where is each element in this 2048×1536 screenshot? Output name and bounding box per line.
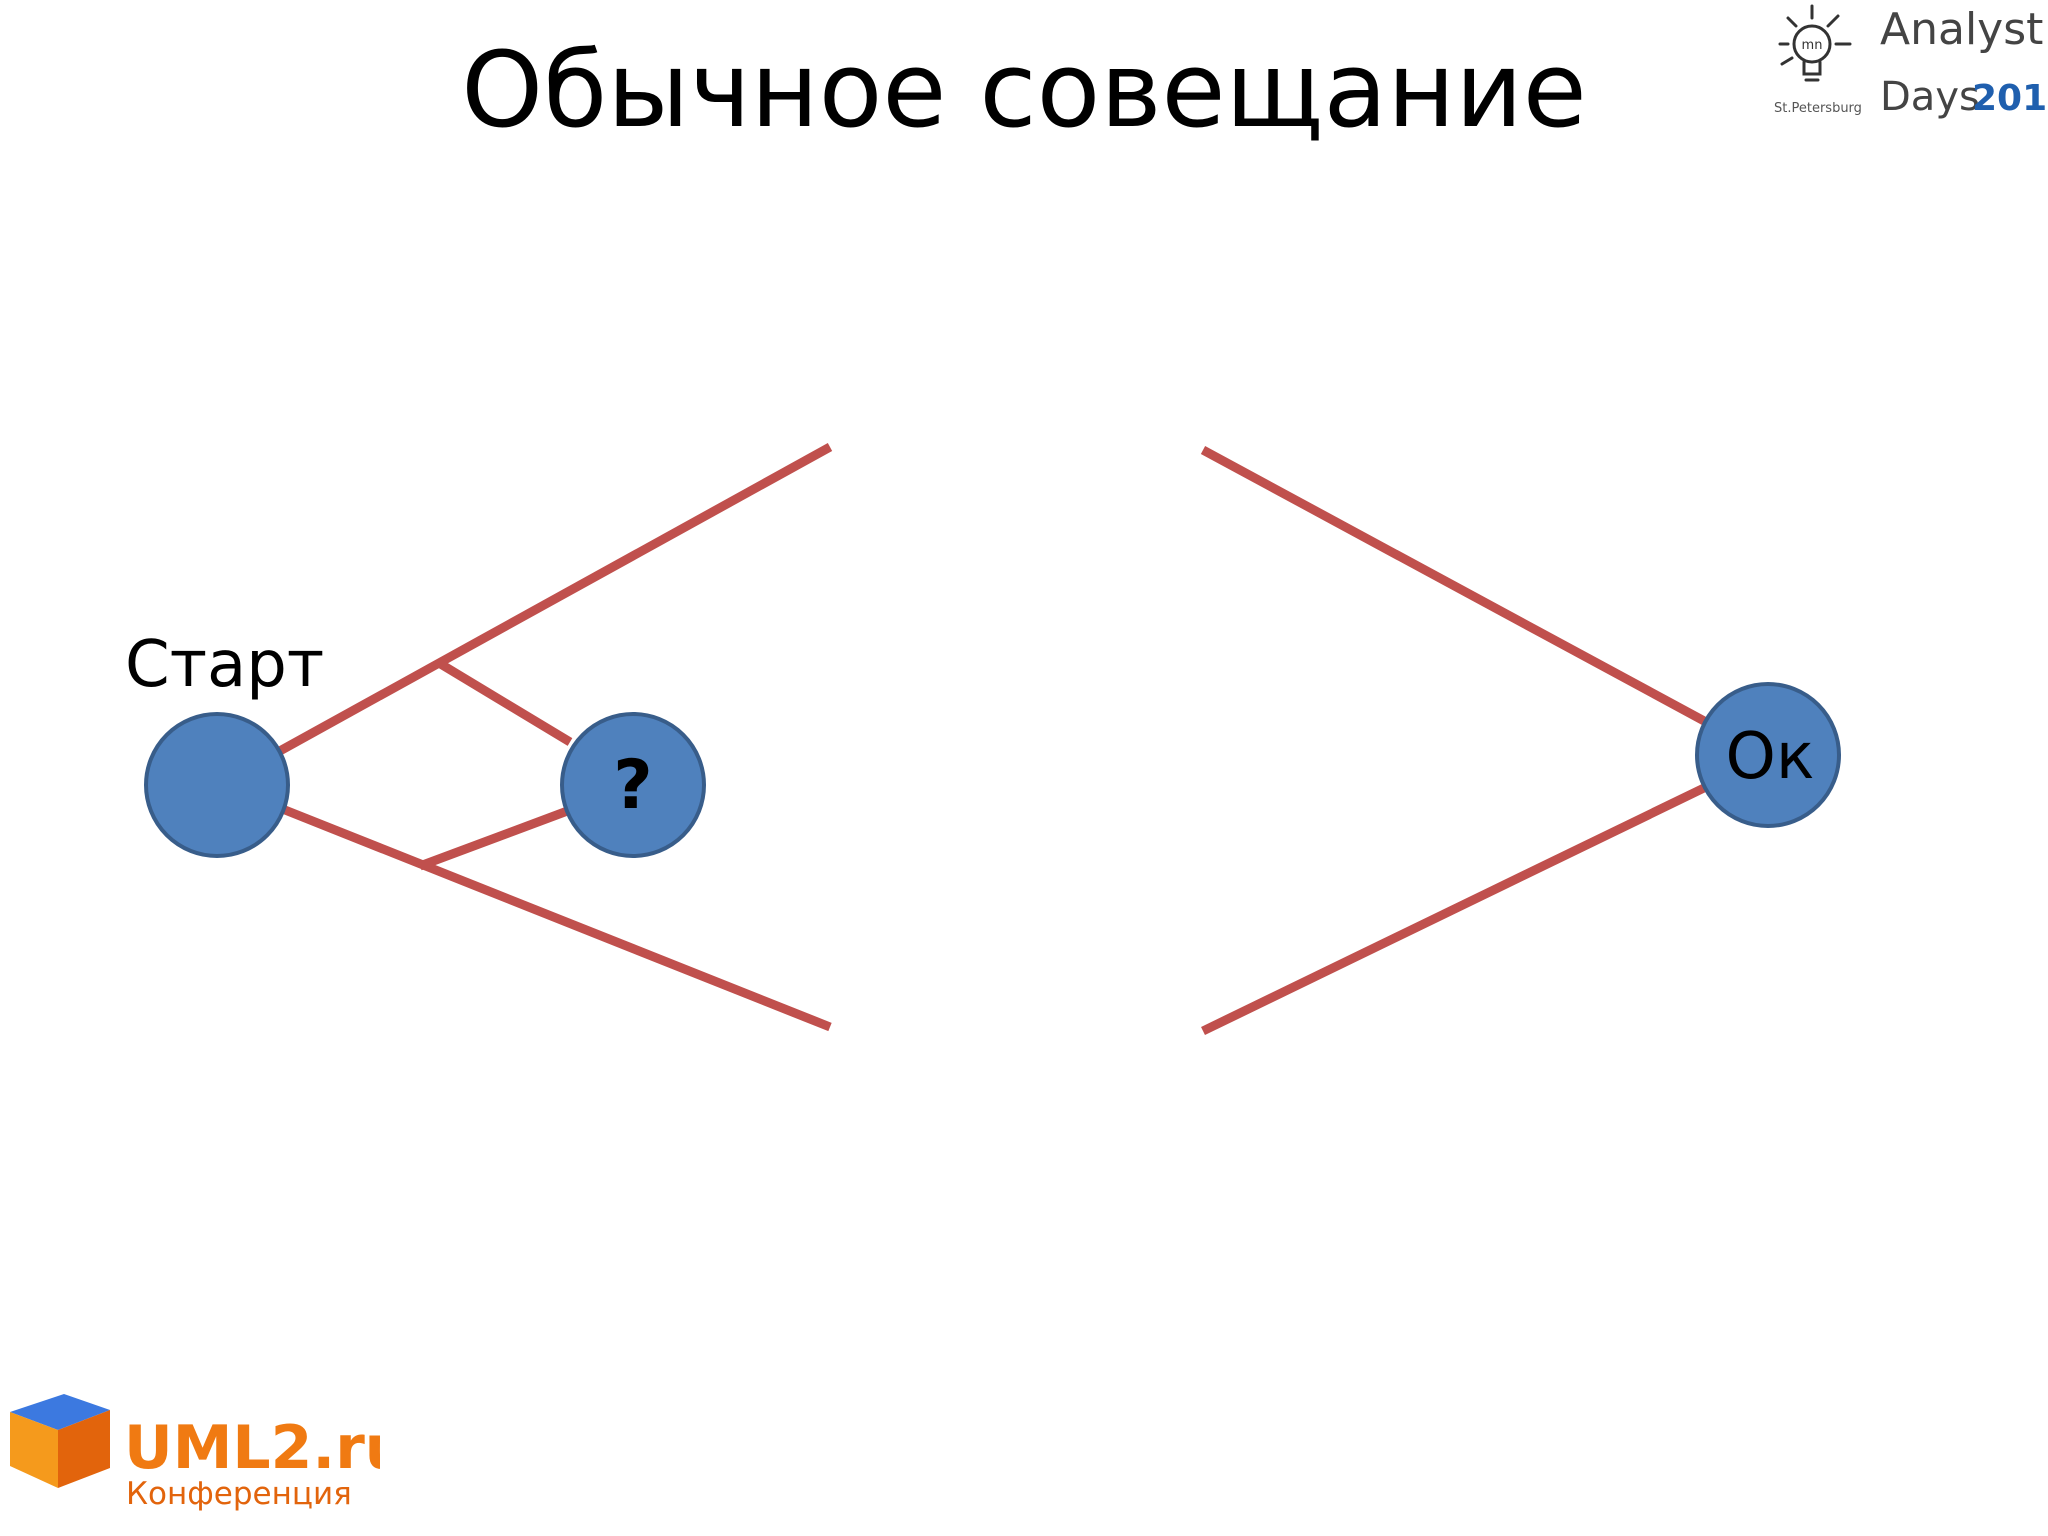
edge-branch-upper	[436, 659, 573, 746]
analyst-days-word1: Analyst	[1880, 4, 2043, 55]
question-label: ?	[613, 746, 652, 825]
question-node: ?	[560, 712, 706, 858]
uml2-subtitle: Конференция	[126, 1476, 352, 1512]
uml2-brand: UML2.ru	[124, 1413, 380, 1483]
ok-circle	[1695, 682, 1841, 828]
analyst-days-logo: mn Analyst St.Petersburg Days 2013	[1774, 4, 2048, 120]
edge-ok-upper	[1200, 446, 1709, 726]
edge-ok-lower	[1201, 782, 1708, 1036]
question-circle	[560, 712, 706, 858]
slide-title: Обычное совещание	[461, 29, 1587, 151]
lightbulb-icon	[1778, 4, 1852, 82]
cube-icon	[10, 1394, 110, 1488]
start-node	[144, 712, 290, 858]
ok-node: Ок	[1695, 682, 1841, 828]
start-label: Старт	[125, 628, 324, 702]
diagram-edges	[275, 443, 1709, 1036]
edge-start-lower	[278, 803, 832, 1032]
uml2-logo: UML2.ru Конференция	[10, 1394, 380, 1512]
start-circle	[144, 712, 290, 858]
analyst-days-city: St.Petersburg	[1774, 101, 1862, 116]
analyst-days-year: 2013	[1972, 78, 2048, 119]
svg-text:mn: mn	[1802, 38, 1823, 53]
edge-branch-lower	[418, 805, 572, 871]
analyst-days-word2: Days	[1880, 74, 1980, 120]
ok-label: Ок	[1725, 720, 1814, 794]
edge-start-upper	[275, 443, 833, 756]
